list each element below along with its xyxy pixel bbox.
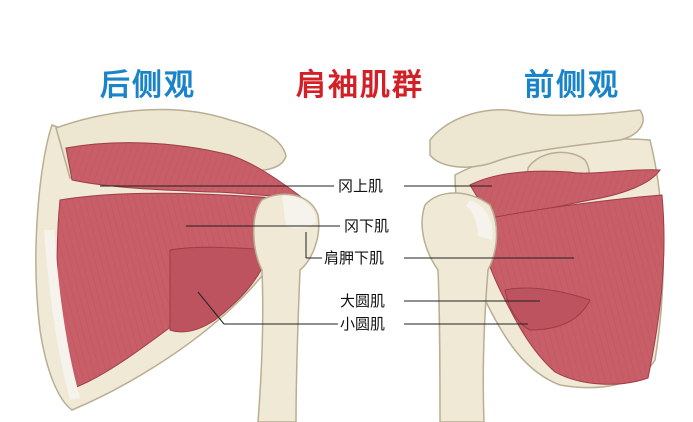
humerus-anterior xyxy=(421,192,498,422)
posterior-view-title: 后侧观 xyxy=(100,68,196,103)
anterior-view xyxy=(421,109,665,422)
label-teres-minor: 小圆肌 xyxy=(338,315,388,333)
label-infraspinatus: 冈下肌 xyxy=(342,217,392,235)
teres-anterior xyxy=(504,287,591,331)
posterior-view xyxy=(35,108,320,422)
acromion-anterior xyxy=(429,109,644,168)
humerus-posterior xyxy=(253,193,320,422)
leader-teres-minor xyxy=(197,291,225,325)
label-subscapularis: 肩胛下肌 xyxy=(322,249,387,267)
leader-lines xyxy=(100,185,574,325)
rotator-cuff-title: 肩袖肌群 xyxy=(296,68,424,103)
anterior-view-title: 前侧观 xyxy=(524,68,620,103)
teres-posterior xyxy=(169,246,271,333)
label-teres-major: 大圆肌 xyxy=(338,292,388,310)
label-supraspinatus: 冈上肌 xyxy=(336,177,386,195)
